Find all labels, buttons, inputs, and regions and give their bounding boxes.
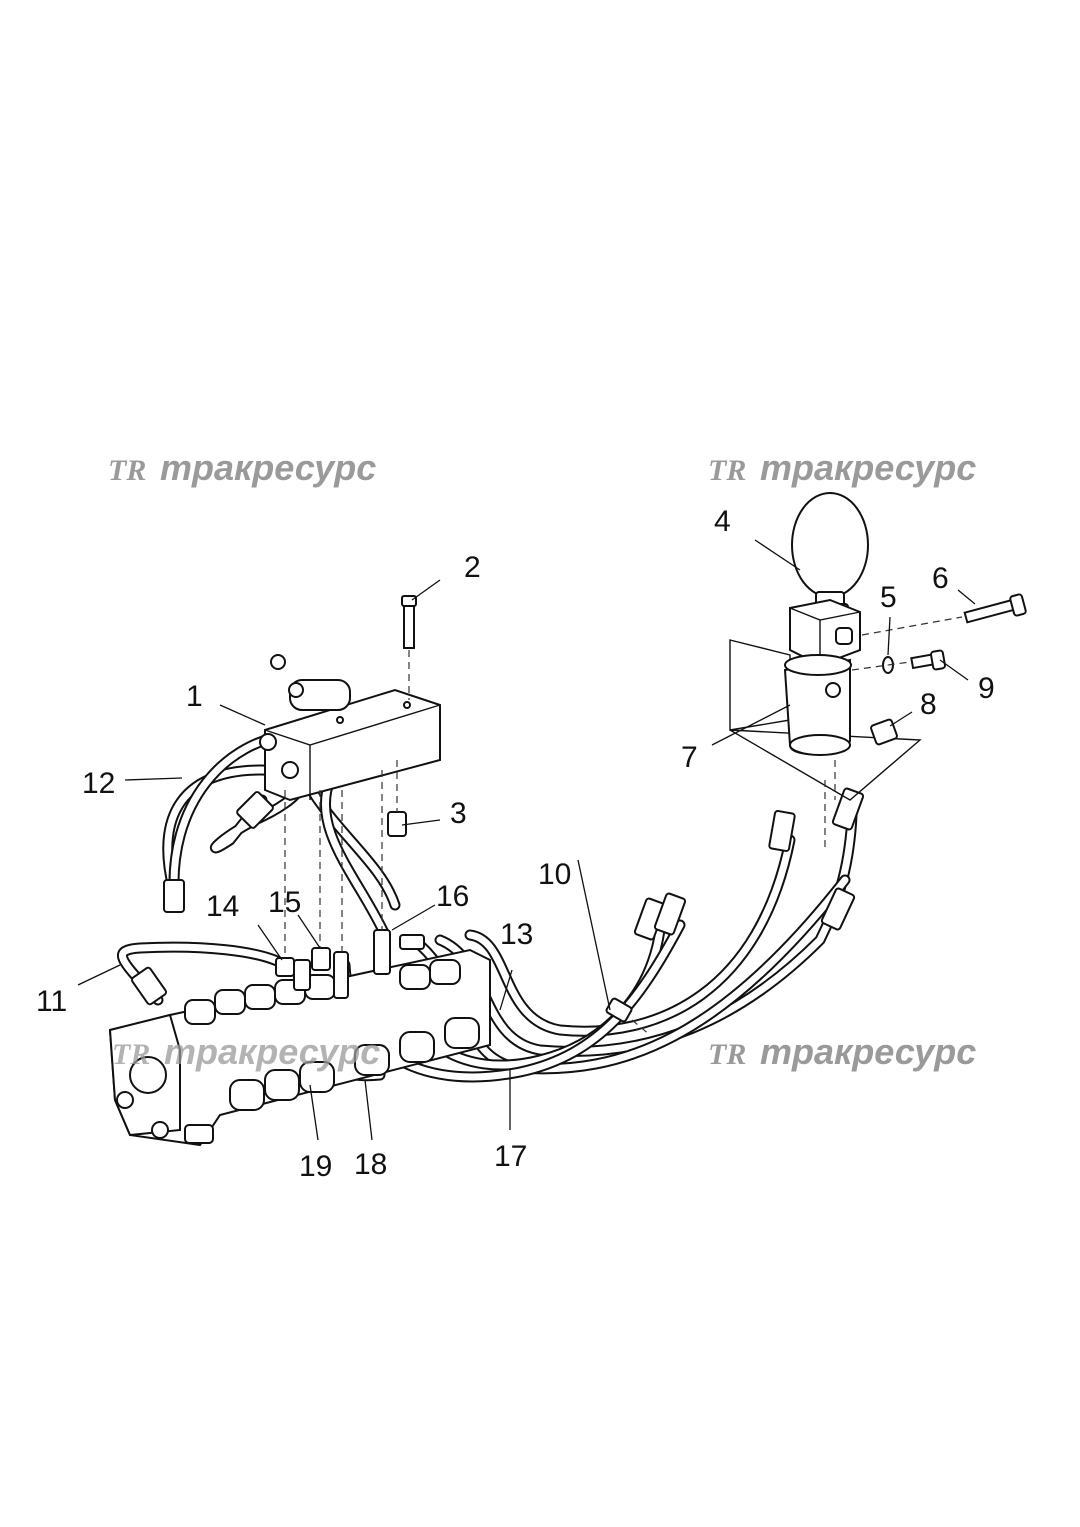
watermark-text: тракресурс [160, 447, 376, 488]
callout-17: 17 [494, 1140, 527, 1173]
callout-10: 10 [538, 858, 571, 891]
callout-3: 3 [450, 797, 467, 830]
watermark-bottom-left: TR тракресурс [112, 1031, 380, 1072]
callout-12: 12 [82, 767, 115, 800]
part-2-bolt [401, 595, 417, 700]
watermark-text: тракресурс [164, 1031, 380, 1072]
watermark-logo: TR [112, 1038, 150, 1071]
leader-lines [77, 539, 976, 1141]
callout-11: 11 [36, 985, 67, 1018]
part-1-manifold-block [259, 654, 441, 802]
callout-15: 15 [268, 886, 301, 919]
callout-8: 8 [920, 688, 937, 721]
watermark-logo: TR [108, 454, 146, 487]
watermark-logo: TR [708, 1038, 746, 1071]
callout-5: 5 [880, 581, 897, 614]
watermark-text: тракресурс [760, 447, 976, 488]
watermark-logo: TR [708, 454, 746, 487]
callout-labels: 1 2 3 4 5 6 7 8 9 10 11 12 13 14 15 16 1… [36, 505, 995, 1183]
callout-7: 7 [681, 741, 698, 774]
watermark-top-left: TR тракресурс [108, 447, 376, 488]
callout-13: 13 [500, 918, 533, 951]
control-valve-bank [108, 948, 491, 1147]
fittings-14-15-16 [275, 770, 425, 999]
hose-end-fittings [130, 787, 865, 1006]
callout-9: 9 [978, 672, 995, 705]
callout-6: 6 [932, 562, 949, 595]
callout-2: 2 [464, 551, 481, 584]
callout-16: 16 [436, 880, 469, 913]
callout-1: 1 [186, 680, 203, 713]
callout-4: 4 [714, 505, 731, 538]
watermark-bottom-right: TR тракресурс [708, 1031, 976, 1072]
callout-19: 19 [299, 1150, 332, 1183]
watermark-text: тракресурс [760, 1031, 976, 1072]
valve-sections [184, 959, 480, 1111]
callout-18: 18 [354, 1148, 387, 1181]
callout-14: 14 [206, 890, 239, 923]
watermark-top-right: TR тракресурс [708, 447, 976, 488]
accumulator-assembly [729, 492, 1027, 850]
